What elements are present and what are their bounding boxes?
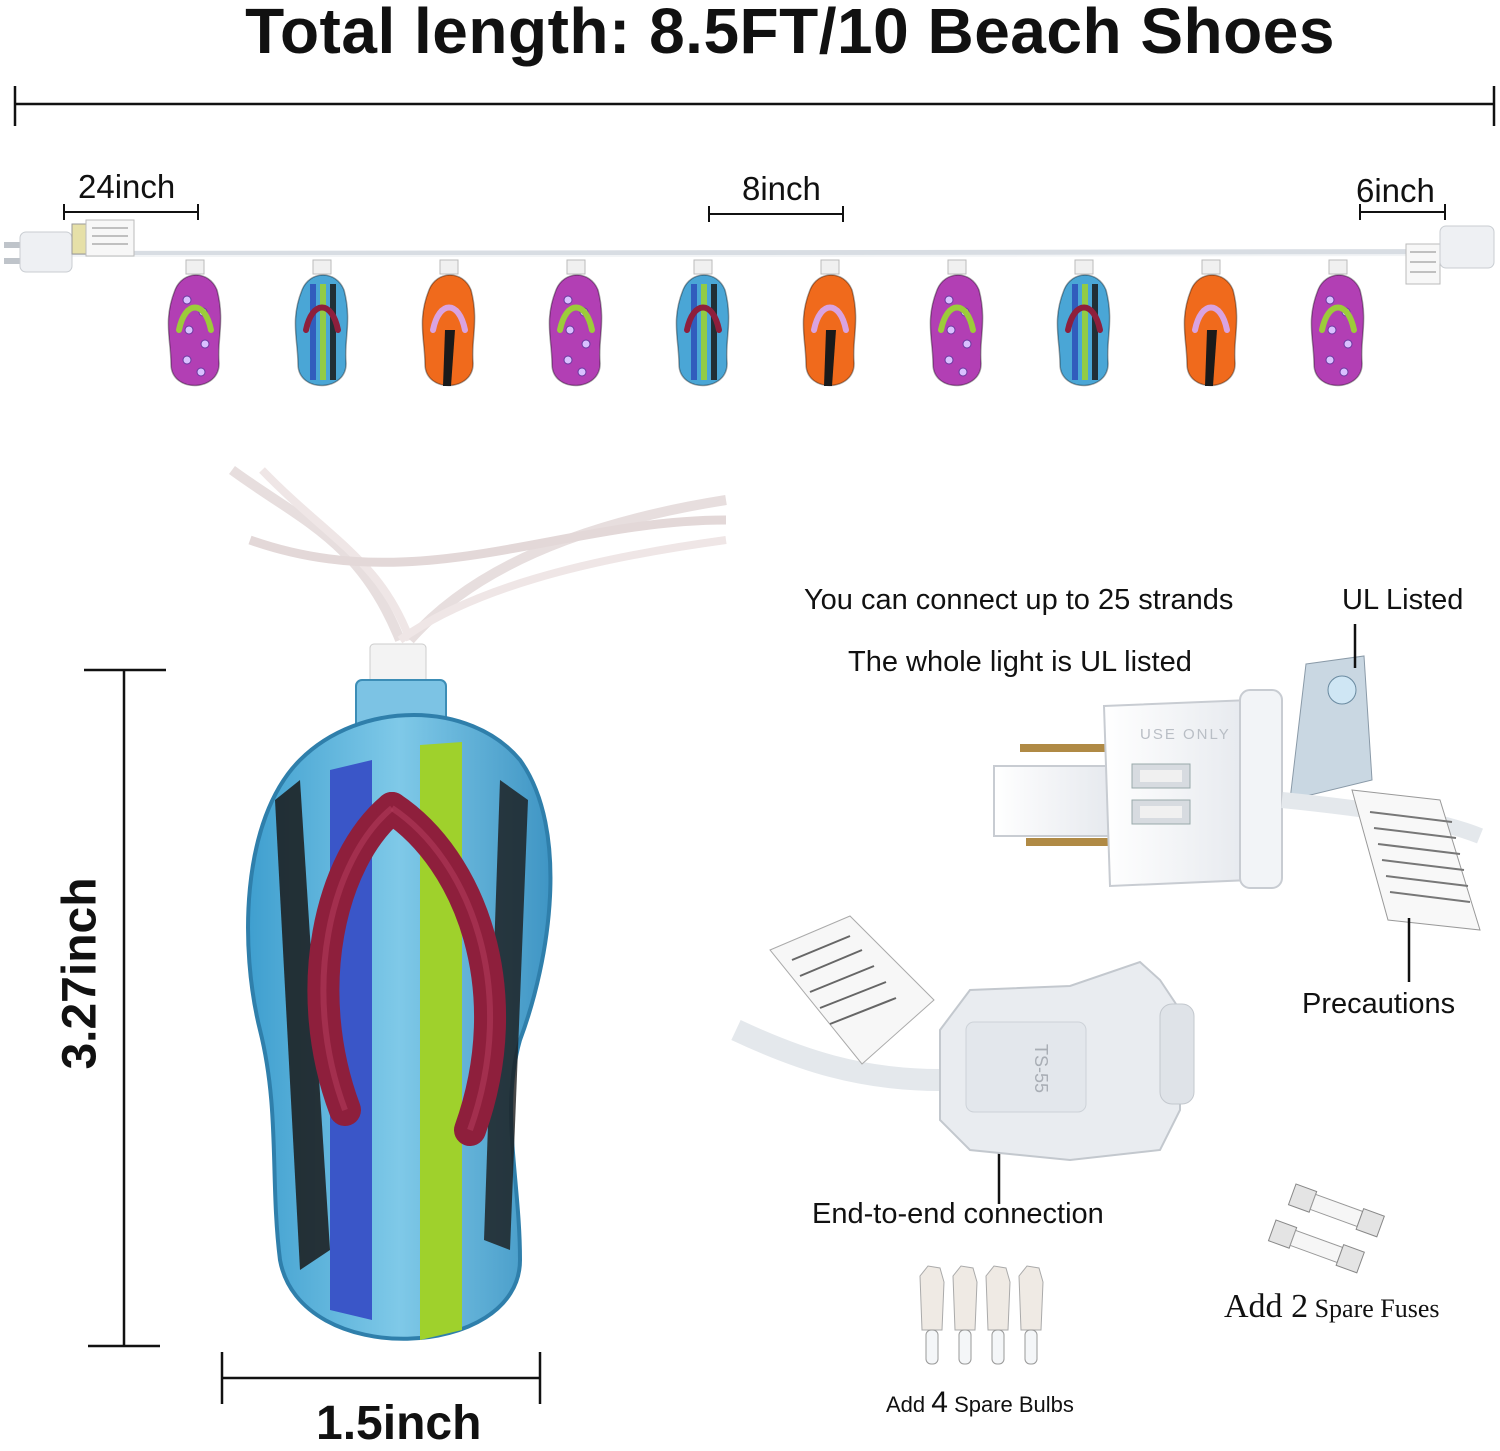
strand-wire [69, 249, 1441, 257]
fused-plug-icon [993, 655, 1483, 931]
spacing-brackets [63, 204, 1446, 222]
spare-bulb [1018, 1265, 1044, 1365]
spare-fuses-icon [1267, 1183, 1385, 1274]
strand-plug-icon [4, 219, 135, 273]
spare-bulbs-caption: Add 4 Spare Bulbs [886, 1386, 1074, 1420]
height-label: 3.27inch [53, 877, 107, 1070]
flip-flop-light [548, 259, 603, 387]
tail-length-label: 6inch [1356, 172, 1435, 209]
connect-strands-text: You can connect up to 25 strands [804, 584, 1234, 616]
strand-socket-icon [1405, 225, 1495, 285]
flip-flop-light [1183, 259, 1238, 387]
width-label: 1.5inch [316, 1397, 482, 1450]
spare-fuses-suffix: Spare Fuses [1308, 1294, 1440, 1323]
lead-length-label: 24inch [78, 168, 176, 205]
plug-marking: USE ONLY [1140, 726, 1231, 743]
flip-flop-light [294, 259, 349, 387]
flip-flop-light [1310, 259, 1365, 387]
spare-bulb [919, 1265, 945, 1365]
flip-flop-light [929, 259, 984, 387]
large-flip-flop [229, 465, 727, 1341]
flip-flop-light [167, 259, 222, 387]
ul-listed-label: UL Listed [1342, 584, 1464, 616]
height-dimension [84, 668, 166, 1348]
flip-flop-light [421, 259, 476, 387]
flip-flop-light [1056, 259, 1111, 387]
spare-bulbs-suffix: Spare Bulbs [947, 1392, 1074, 1417]
page-title: Total length: 8.5FT/10 Beach Shoes [245, 0, 1335, 67]
spare-fuses-caption: Add 2 Spare Fuses [1224, 1288, 1440, 1326]
spare-bulbs-count: 4 [931, 1386, 948, 1419]
flip-flop-light [802, 259, 857, 387]
width-dimension [220, 1352, 542, 1404]
precautions-label: Precautions [1302, 988, 1456, 1020]
spare-bulb [952, 1265, 978, 1365]
total-length-bracket [13, 86, 1496, 126]
spare-bulb [985, 1265, 1011, 1365]
end-socket-icon [731, 915, 1195, 1162]
bulb-spacing-label: 8inch [742, 170, 821, 207]
strand-lights [167, 259, 1365, 387]
end-to-end-label: End-to-end connection [812, 1198, 1104, 1230]
ul-listed-text: The whole light is UL listed [848, 646, 1192, 678]
spare-fuses-prefix: Add [1224, 1288, 1292, 1325]
socket-marking: TS-55 [1031, 1043, 1052, 1094]
flip-flop-light [675, 259, 730, 387]
spare-fuses-count: 2 [1291, 1288, 1309, 1325]
spare-bulbs-icon [919, 1265, 1044, 1365]
spare-bulbs-prefix: Add [886, 1392, 932, 1417]
